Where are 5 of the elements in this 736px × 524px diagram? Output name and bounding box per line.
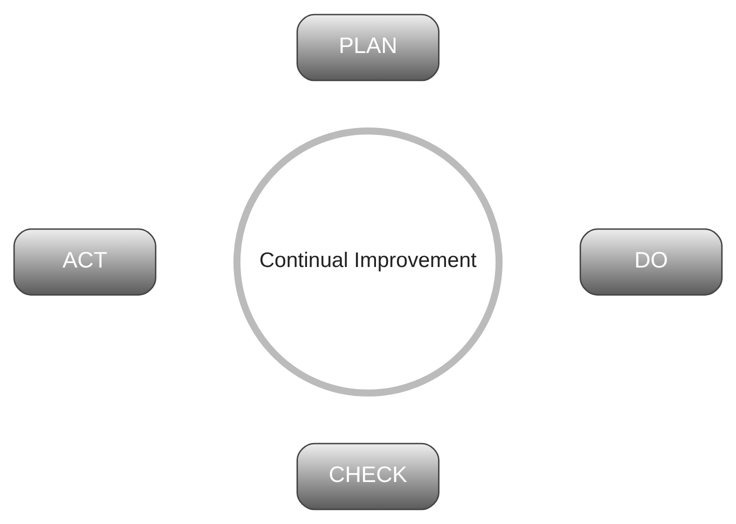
node-box: DO <box>580 228 723 296</box>
node-box: ACT <box>13 228 156 296</box>
node-box: CHECK <box>296 442 440 510</box>
node-circle: Continual Improvement <box>233 127 503 397</box>
node-box: PLAN <box>296 14 440 82</box>
